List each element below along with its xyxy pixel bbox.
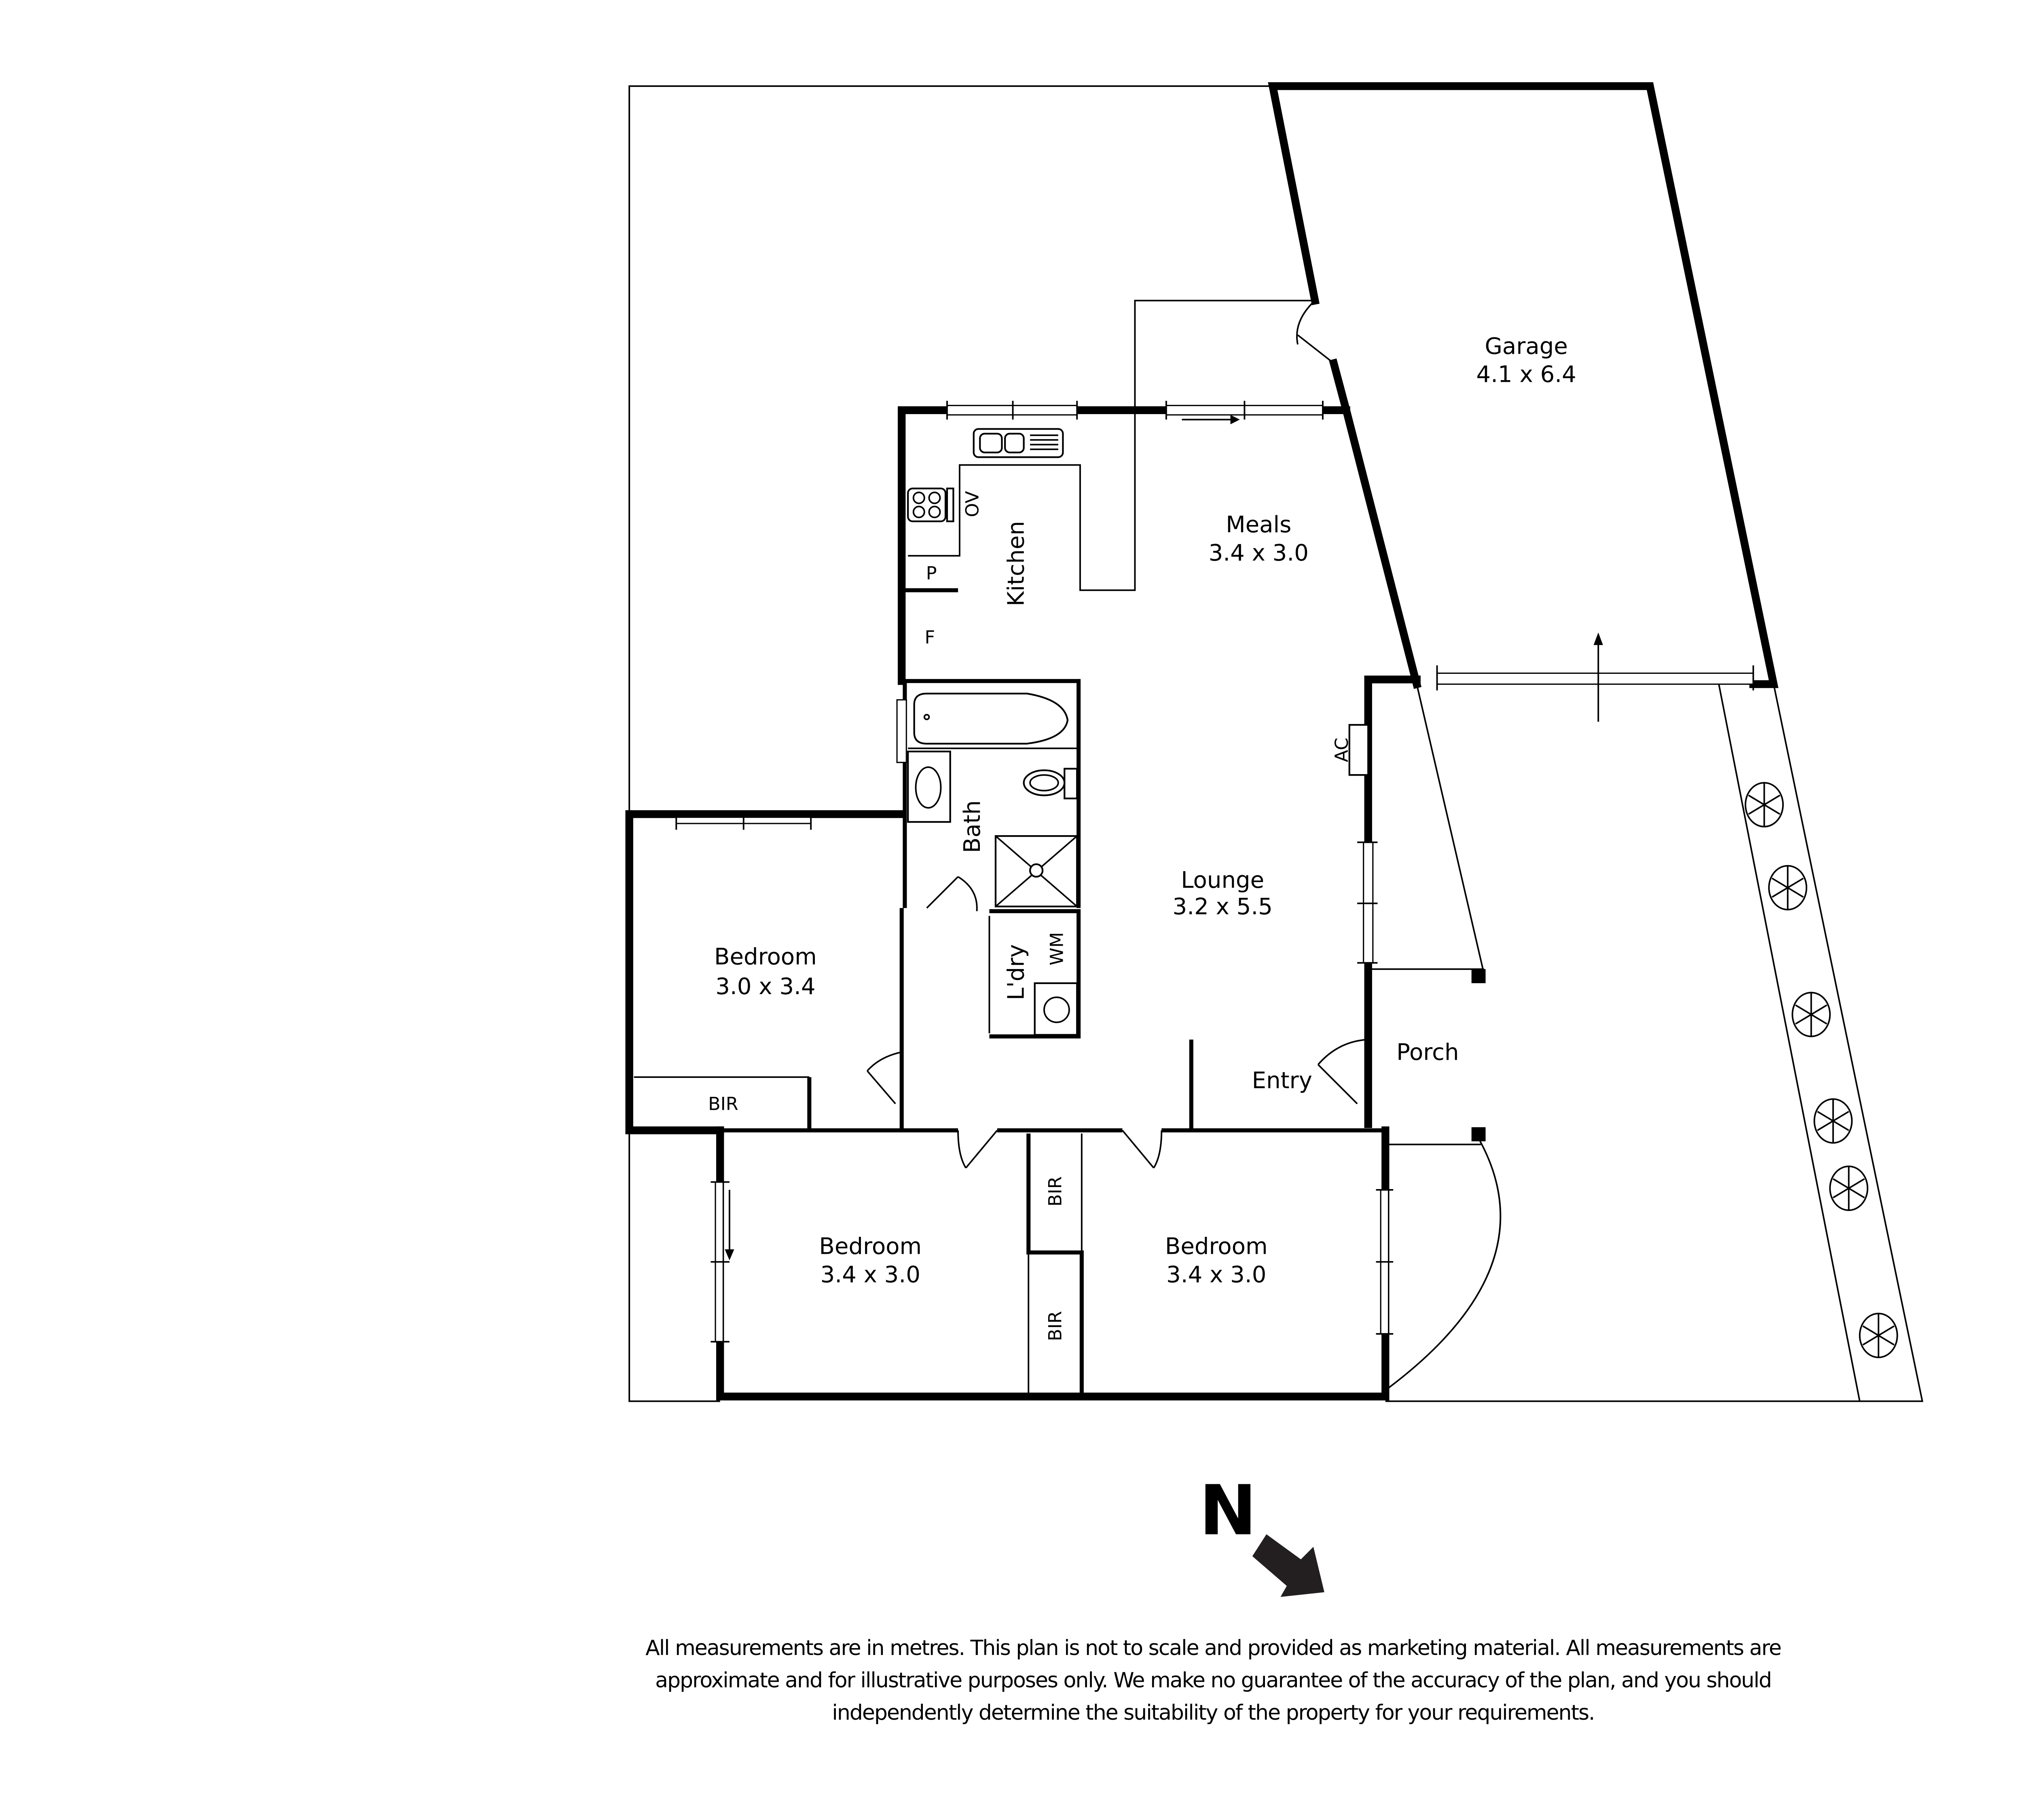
garage-label: Garage — [1485, 333, 1567, 360]
bedroom-1-label: Bedroom — [714, 944, 817, 970]
north-compass: N — [1199, 1471, 1324, 1597]
sink-icon — [973, 428, 1064, 458]
tree-icon — [1813, 1098, 1853, 1144]
disclaimer: All measurements are in metres. This pla… — [0, 1632, 2022, 1729]
door-swing-icon — [1296, 300, 1316, 345]
laundry-fixtures: L'dry WM — [1003, 932, 1078, 1036]
north-label: N — [1199, 1471, 1257, 1551]
toilet-icon — [1023, 768, 1078, 800]
house-walls — [625, 400, 1502, 1401]
pantry-label: P — [926, 563, 937, 584]
garage: Garage 4.1 x 6.4 — [1268, 82, 1779, 722]
tree-icon — [1745, 782, 1784, 827]
entry-label: Entry — [1252, 1067, 1312, 1094]
garage-size: 4.1 x 6.4 — [1476, 362, 1576, 388]
door-swing-icon — [1385, 1139, 1502, 1391]
lounge-label: Lounge — [1181, 867, 1264, 893]
property-boundary — [628, 85, 1923, 1402]
washing-machine-label: WM — [1047, 932, 1067, 965]
north-arrow-icon — [1252, 1534, 1324, 1597]
disclaimer-line-2: approximate and for illustrative purpose… — [655, 1668, 1772, 1693]
disclaimer-line-1: All measurements are in metres. This pla… — [645, 1636, 1782, 1660]
bathtub-icon — [913, 692, 1069, 745]
bir-3-label: BIR — [1045, 1311, 1066, 1341]
oven-label: OV — [962, 491, 983, 517]
trees — [1745, 782, 1898, 1359]
porch-label: Porch — [1396, 1039, 1459, 1066]
kitchen-label: Kitchen — [1003, 521, 1030, 606]
shower-icon — [994, 835, 1078, 908]
cooktop-icon — [907, 487, 947, 523]
bedroom-2-size: 3.4 x 3.0 — [821, 1261, 920, 1288]
meals-label: Meals — [1226, 512, 1291, 538]
bedroom-1-size: 3.0 x 3.4 — [715, 973, 815, 1000]
disclaimer-line-3: independently determine the suitability … — [832, 1701, 1595, 1725]
fridge-label: F — [925, 627, 935, 648]
bedroom-3-size: 3.4 x 3.0 — [1166, 1261, 1266, 1288]
laundry-label: L'dry — [1003, 944, 1030, 1001]
tree-icon — [1768, 865, 1808, 910]
vanity-basin-icon — [907, 750, 951, 823]
tree-icon — [1829, 1165, 1868, 1211]
sliding-door-arrow-icon — [1230, 415, 1240, 425]
kitchen-fixtures: OV P F Kitchen — [901, 410, 1136, 648]
bir-2-label: BIR — [1045, 1177, 1066, 1207]
lounge-size: 3.2 x 5.5 — [1173, 894, 1273, 920]
bath-label: Bath — [959, 800, 986, 853]
tree-icon — [1791, 992, 1831, 1037]
bedroom-3-label: Bedroom — [1165, 1234, 1268, 1260]
sliding-window-arrow-icon — [725, 1249, 734, 1261]
garage-door-arrow-icon — [1593, 632, 1603, 645]
ac-label: AC — [1332, 738, 1352, 762]
bedroom-2-label: Bedroom — [819, 1234, 922, 1260]
bir-1-label: BIR — [708, 1094, 738, 1115]
tree-icon — [1859, 1312, 1898, 1359]
meals-size: 3.4 x 3.0 — [1209, 540, 1309, 566]
bath-fixtures: Bath — [907, 692, 1078, 908]
laundry-tub-icon — [1034, 982, 1078, 1036]
